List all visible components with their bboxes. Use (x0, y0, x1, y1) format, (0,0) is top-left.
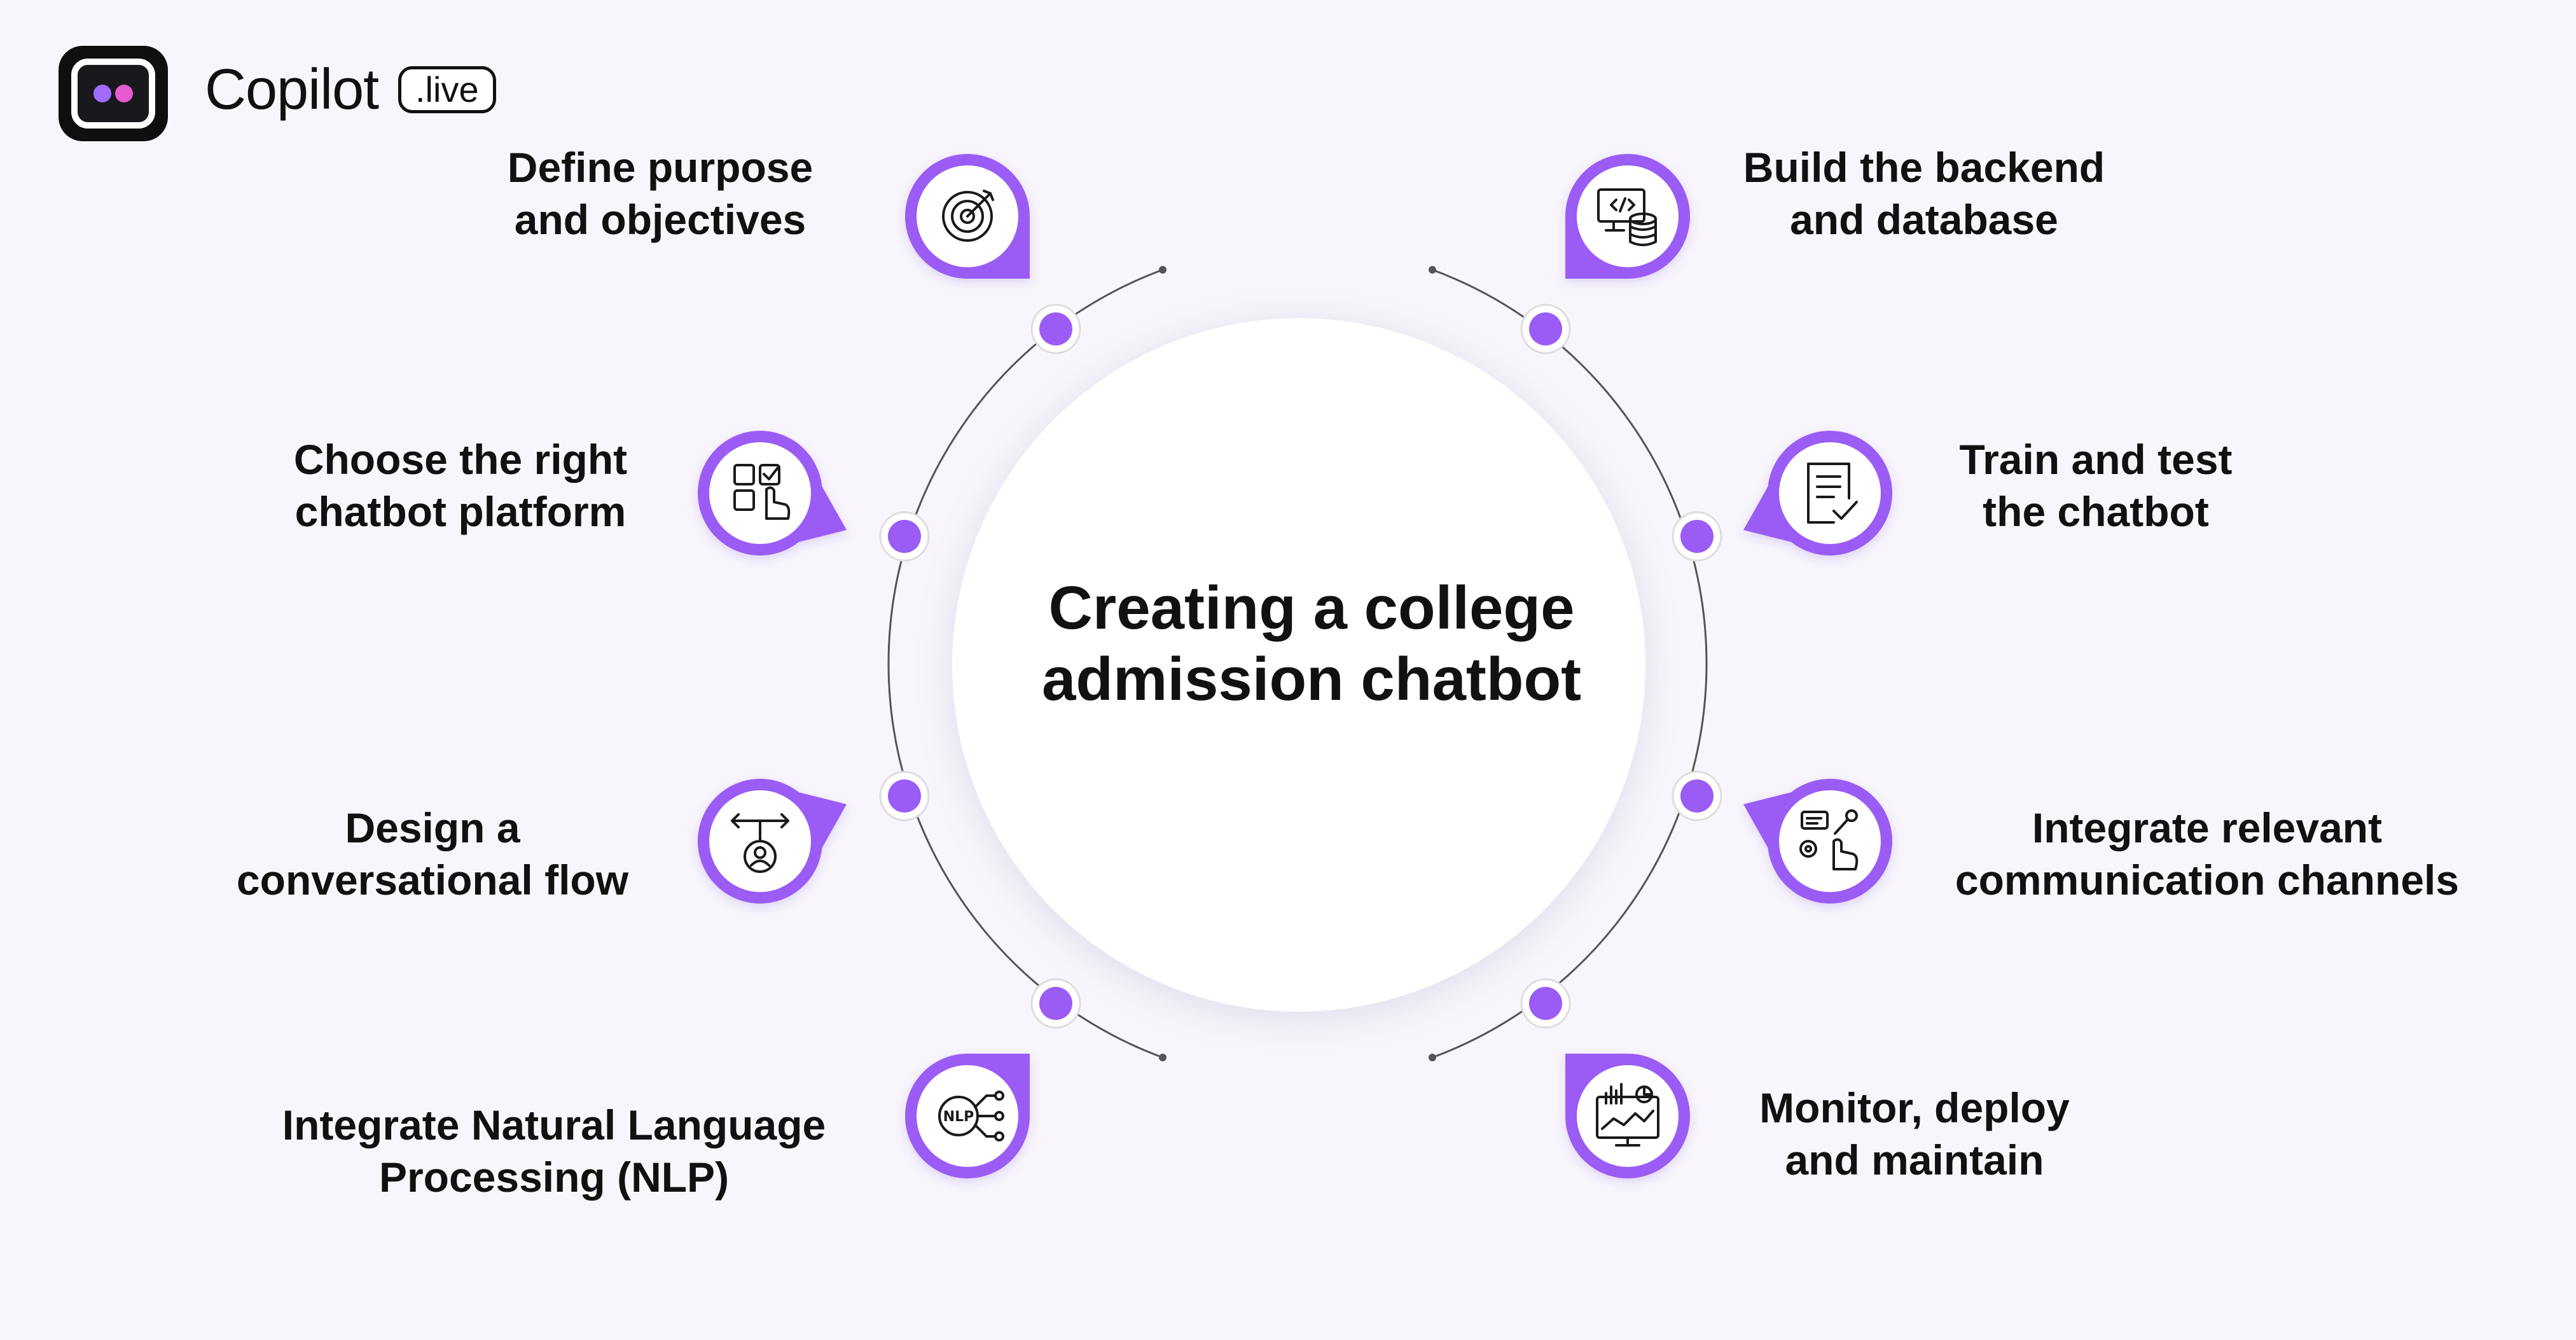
pin-train-test (1743, 431, 1892, 555)
step-label-choose-platform: Choose the right chatbot platform (263, 433, 658, 538)
left-arc-start-dot (1159, 266, 1167, 274)
channels-icon (1799, 809, 1859, 870)
pin-monitor (1565, 1054, 1690, 1178)
step-1-line-2: and objectives (514, 196, 807, 243)
step-4-line-1: Integrate Natural Language (282, 1101, 826, 1148)
step-label-train-test: Train and test the chatbot (1921, 433, 2271, 538)
step-label-define-purpose: Define purpose and objectives (469, 141, 851, 246)
pin-backend (1565, 154, 1690, 279)
checklist-document-icon (1807, 463, 1858, 524)
svg-text:NLP: NLP (943, 1109, 974, 1125)
pin-design-flow (698, 779, 847, 904)
pin-choose-platform (698, 431, 847, 555)
diagram-title: Creating a college admission chatbot (952, 573, 1671, 715)
step-2-line-2: chatbot platform (294, 488, 627, 535)
arc-node-1 (1030, 304, 1081, 354)
title-line-1: Creating a college (1048, 574, 1575, 642)
right-arc-end-dot (1429, 1054, 1436, 1061)
arc-node-2 (879, 511, 930, 562)
step-7-line-1: Integrate relevant (2032, 804, 2383, 851)
title-line-2: admission chatbot (1041, 645, 1582, 713)
arc-node-5 (1520, 304, 1571, 354)
pin-nlp (905, 1054, 1030, 1178)
platform-select-icon (733, 464, 791, 520)
brand-name: Copilot (205, 58, 379, 122)
step-8-line-1: Monitor, deploy (1759, 1084, 2070, 1131)
left-arc-end-dot (1159, 1054, 1167, 1061)
arc-node-8 (1520, 978, 1571, 1029)
monitor-dashboard-icon (1596, 1083, 1659, 1147)
step-label-nlp: Integrate Natural Language Processing (N… (246, 1099, 862, 1203)
pin-channels (1743, 779, 1892, 904)
nlp-icon: NLP (938, 1091, 1004, 1141)
step-6-line-2: the chatbot (1983, 488, 2209, 535)
right-arc-start-dot (1429, 266, 1436, 274)
step-2-line-1: Choose the right (293, 436, 628, 483)
right-connector-arc (1432, 269, 1708, 1059)
step-5-line-2: and database (1790, 196, 2058, 243)
step-label-monitor: Monitor, deploy and maintain (1717, 1082, 2112, 1186)
arc-node-6 (1672, 511, 1722, 562)
logo-frame (71, 59, 155, 129)
logo-dot-left (93, 85, 111, 102)
step-label-backend: Build the backend and database (1711, 141, 2137, 246)
brand-logo (59, 46, 168, 141)
step-5-line-1: Build the backend (1743, 144, 2105, 191)
logo-dot-right (115, 85, 133, 102)
step-label-channels: Integrate relevant communication channel… (1915, 802, 2500, 906)
step-8-line-2: and maintain (1785, 1136, 2044, 1183)
backend-database-icon (1597, 188, 1657, 246)
left-connector-arc (887, 269, 1163, 1059)
arc-node-4 (1030, 978, 1081, 1029)
step-3-line-2: conversational flow (236, 856, 629, 904)
step-label-design-flow: Design a conversational flow (210, 802, 655, 906)
step-4-line-2: Processing (NLP) (378, 1154, 730, 1201)
step-1-line-1: Define purpose (507, 144, 814, 191)
step-7-line-2: communication channels (1955, 856, 2460, 904)
step-3-line-1: Design a (345, 804, 520, 851)
arc-node-3 (879, 771, 930, 821)
arc-node-7 (1672, 771, 1722, 821)
flow-icon (731, 813, 789, 873)
target-icon (942, 190, 994, 242)
center-hub (952, 318, 1645, 1012)
brand-badge: .live (398, 66, 496, 113)
step-6-line-1: Train and test (1959, 436, 2233, 483)
